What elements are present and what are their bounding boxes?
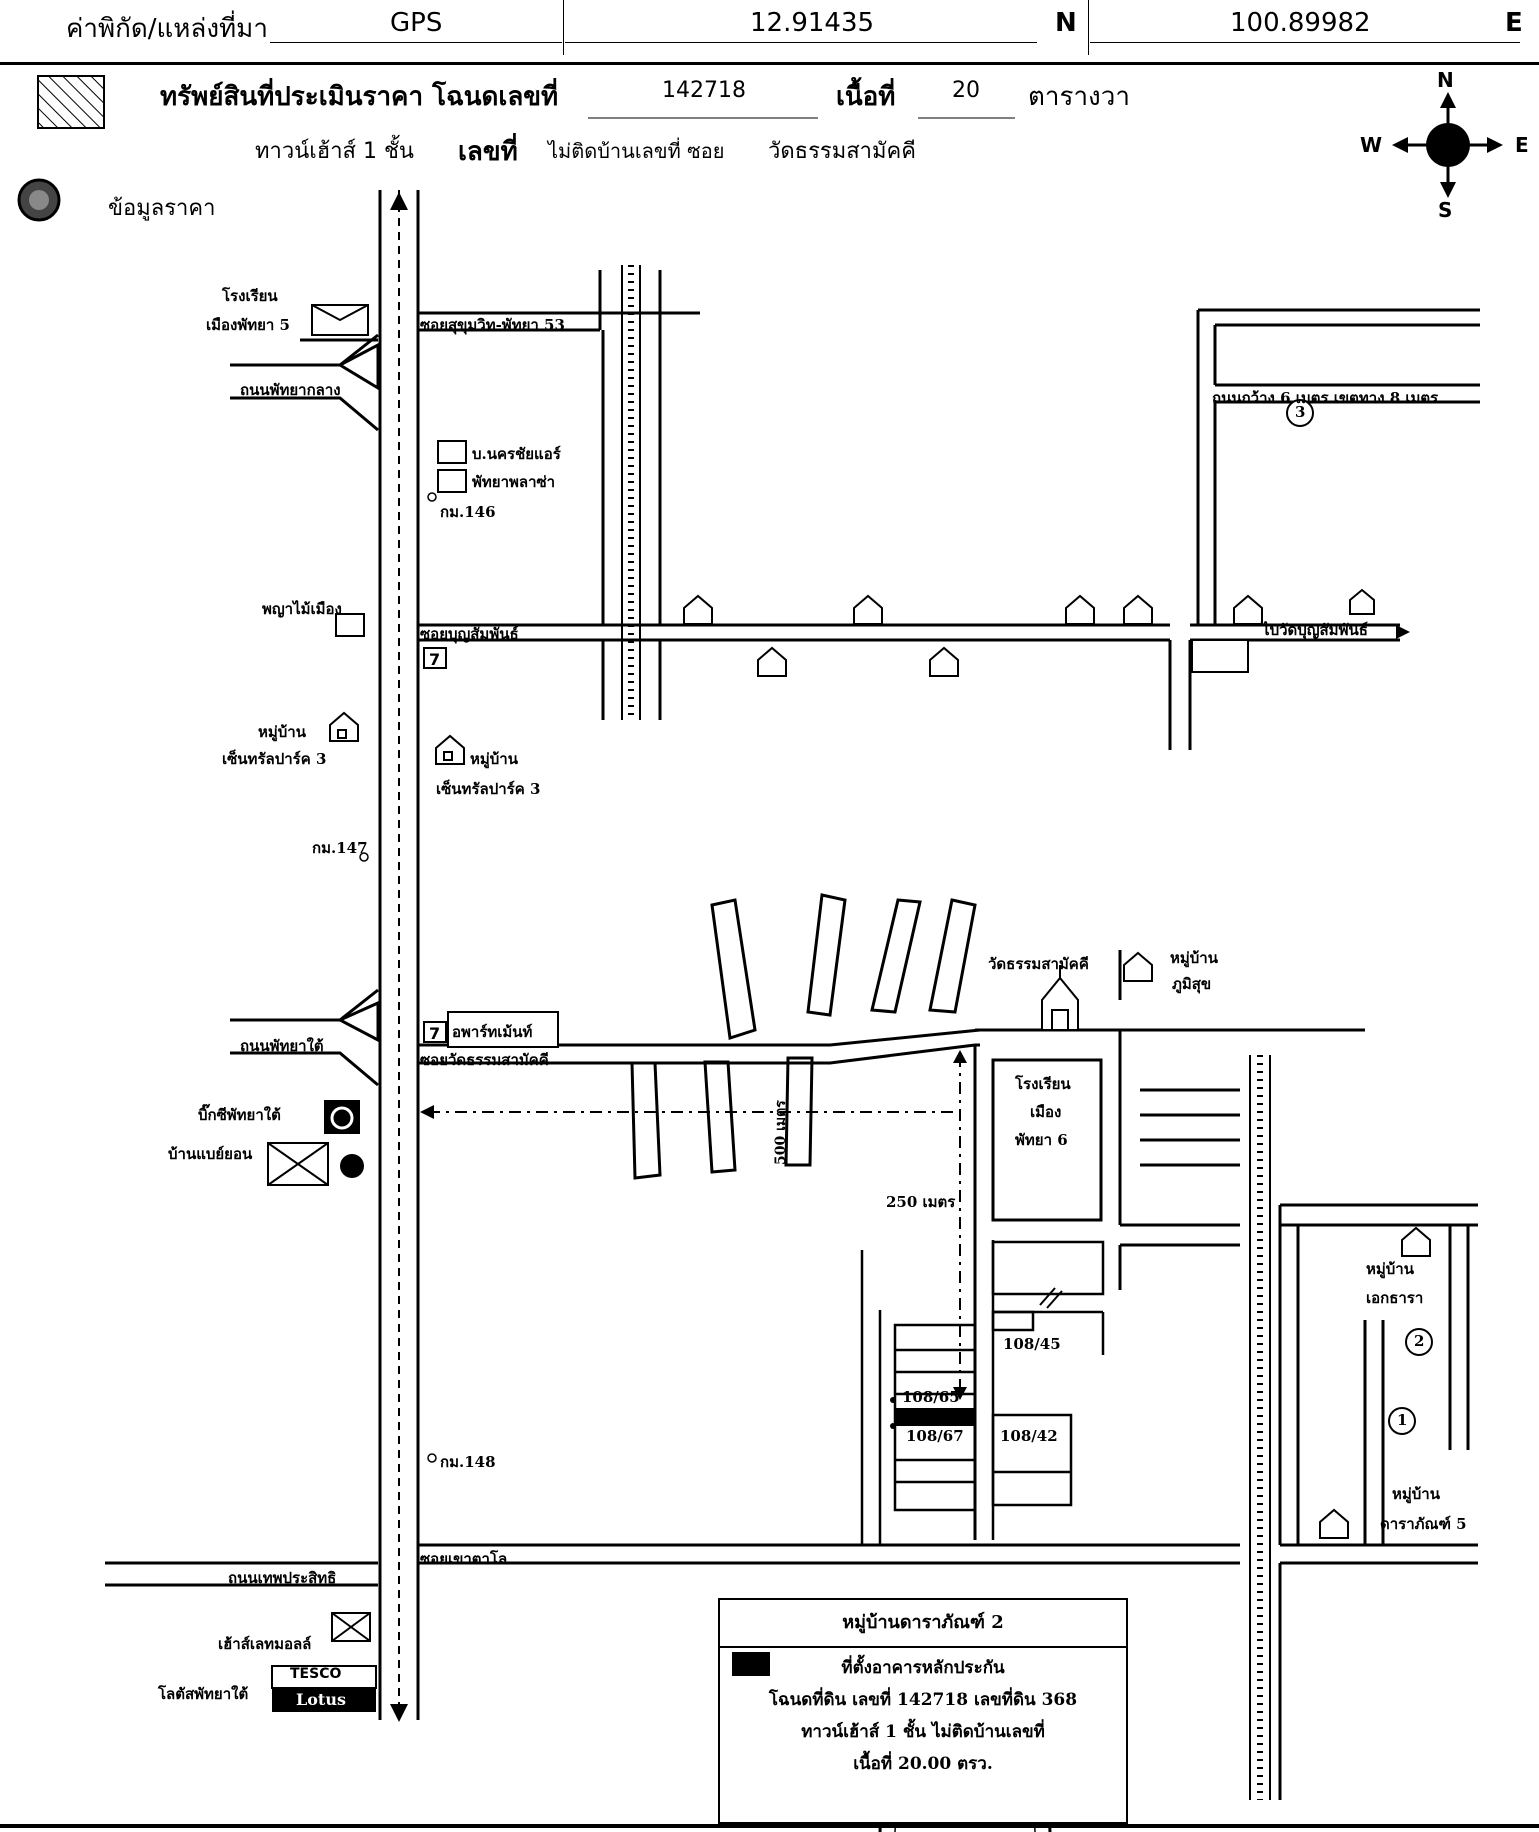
label-h10865: 108/65	[902, 1388, 960, 1406]
subject-property	[895, 1408, 975, 1426]
legend-line-2: โฉนดที่ดิน เลขที่ 142718 เลขที่ดิน 368	[768, 1690, 1078, 1710]
label-central-left1: หมู่บ้าน	[258, 723, 306, 741]
label-km147: กม.147	[312, 839, 368, 857]
svg-text:7: 7	[429, 1024, 440, 1043]
label-house-mall: เฮ้าส์เลทมอลล์	[218, 1635, 312, 1653]
label-central-left2: เซ็นทรัลปาร์ค 3	[222, 750, 327, 768]
area-unit: ตารางวา	[1028, 82, 1130, 112]
source-cell	[270, 2, 562, 43]
label-soi-53: ซอยสุขุมวิท-พัทยา 53	[420, 316, 565, 334]
label-daraphan2: ดาราภัณฑ์ 5	[1380, 1515, 1467, 1533]
number-value: ไม่ติดบ้านเลขที่ ซอย	[548, 139, 725, 163]
label-pattaya-tai: ถนนพัทยาใต้	[240, 1037, 324, 1055]
label-soi-boon: ซอยบุญสัมพันธ์	[420, 625, 519, 643]
property-label: ทรัพย์สินที่ประเมินราคา โฉนดเลขที่	[160, 82, 559, 112]
label-500m: 500 เมตร	[773, 1100, 789, 1165]
label-apartment: อพาร์ทเม้นท์	[452, 1023, 533, 1041]
label-ekathara1: หมู่บ้าน	[1366, 1260, 1414, 1278]
temple-icon	[1041, 965, 1079, 1031]
compass-e: E	[1515, 133, 1529, 157]
compass-w: W	[1360, 133, 1383, 157]
label-daraphan1: หมู่บ้าน	[1392, 1485, 1440, 1503]
lat-dir: N	[1055, 8, 1077, 38]
coord-label: ค่าพิกัด/แหล่งที่มา	[66, 14, 268, 44]
circle-3: 3	[1295, 403, 1306, 421]
label-school6b: เมือง	[1030, 1103, 1062, 1121]
label-wat: วัดธรรมสามัคคี	[988, 955, 1089, 973]
label-km146: กม.146	[440, 503, 496, 521]
source-value: GPS	[390, 8, 443, 38]
compass-s: S	[1438, 198, 1453, 222]
lon-dir: E	[1505, 8, 1523, 38]
legend-line-3: ทาวน์เฮ้าส์ 1 ชั้น ไม่ติดบ้านเลขที่	[801, 1722, 1045, 1742]
circle-1: 1	[1397, 1411, 1408, 1429]
lotus-logo	[272, 1688, 376, 1712]
label-tesco: TESCO	[290, 1666, 342, 1682]
label-central-right1: หมู่บ้าน	[470, 750, 518, 768]
property-type: ทาวน์เฮ้าส์ 1 ชั้น	[255, 139, 414, 164]
price-info-label: ข้อมูลราคา	[108, 196, 216, 221]
label-phaya-mai: พญาไม้เมือง	[262, 600, 342, 618]
label-h10842: 108/42	[1000, 1427, 1058, 1445]
label-road-6m: ถนนกว้าง 6 เมตร เขตทาง 8 เมตร	[1212, 389, 1439, 407]
label-thep-prasit: ถนนเทพประสิทธิ	[228, 1569, 337, 1587]
number-label: เลขที่	[458, 137, 518, 167]
hdr-sep-2	[1088, 0, 1089, 55]
svg-text:7: 7	[429, 650, 440, 669]
lon-cell	[1090, 2, 1520, 43]
label-h10845: 108/45	[1003, 1335, 1061, 1353]
compass-icon	[1392, 92, 1503, 198]
label-school6c: พัทยา 6	[1015, 1131, 1068, 1149]
legend-swatch	[732, 1652, 770, 1676]
hdr-sep-1	[563, 0, 564, 55]
soi-name: วัดธรรมสามัคคี	[768, 139, 916, 164]
legend-box: หมู่บ้านดาราภัณฑ์ 2 ที่ตั้งอาคารหลักประก…	[718, 1598, 1128, 1824]
station-logo	[340, 1154, 364, 1178]
lon-value: 100.89982	[1230, 8, 1371, 38]
deed-number: 142718	[662, 78, 746, 103]
lat-value: 12.91435	[750, 8, 875, 38]
label-school6a: โรงเรียน	[1015, 1075, 1071, 1093]
circle-2: 2	[1414, 1332, 1425, 1350]
house-icons	[329, 588, 1431, 1539]
hatched-legend-square	[37, 75, 105, 129]
area-value: 20	[952, 78, 980, 103]
label-phumisuk2: ภูมิสุข	[1172, 975, 1212, 993]
legend-line-1: ที่ตั้งอาคารหลักประกัน	[841, 1658, 1005, 1678]
label-km148: กม.148	[440, 1453, 496, 1471]
label-pattaya-klang: ถนนพัทยากลาง	[240, 381, 341, 399]
label-central-right2: เซ็นทรัลปาร์ค 3	[436, 780, 541, 798]
legend-title: หมู่บ้านดาราภัณฑ์ 2	[720, 1600, 1126, 1648]
legend-line-4: เนื้อที่ 20.00 ตรว.	[853, 1754, 993, 1774]
label-to-wat-boon: ไปวัดบุญสัมพันธ์	[1262, 621, 1368, 639]
label-250m: 250 เมตร	[886, 1193, 956, 1211]
label-bigc: บิ๊กซีพัทยาใต้	[198, 1106, 281, 1124]
lat-cell	[565, 2, 1037, 43]
label-lotus: โลตัสพัทยาใต้	[158, 1685, 249, 1703]
label-pattaya-plaza: พัทยาพลาซ่า	[472, 473, 556, 491]
label-phumisuk1: หมู่บ้าน	[1170, 949, 1218, 967]
main-highway	[378, 190, 420, 1720]
label-soi-wat: ซอยวัดธรรมสามัคคี	[420, 1051, 549, 1069]
area-label: เนื้อที่	[836, 82, 896, 112]
label-soi-khao-talo: ซอยเขาตาโล	[420, 1550, 508, 1568]
label-h10867: 108/67	[906, 1427, 964, 1445]
label-ban-beyond: บ้านแบย์ยอน	[168, 1145, 253, 1163]
label-ekathara2: เอกธารา	[1366, 1289, 1424, 1307]
label-nakornchai: บ.นครชัยแอร์	[472, 445, 561, 463]
label-school5: โรงเรียน	[222, 287, 278, 305]
compass-n: N	[1437, 68, 1454, 92]
label-lotus-logo: Lotus	[296, 1690, 346, 1709]
header-bar: ค่าพิกัด/แหล่งที่มา GPS 12.91435 N 100.8…	[0, 0, 1539, 65]
label-school5b: เมืองพัทยา 5	[206, 316, 290, 334]
